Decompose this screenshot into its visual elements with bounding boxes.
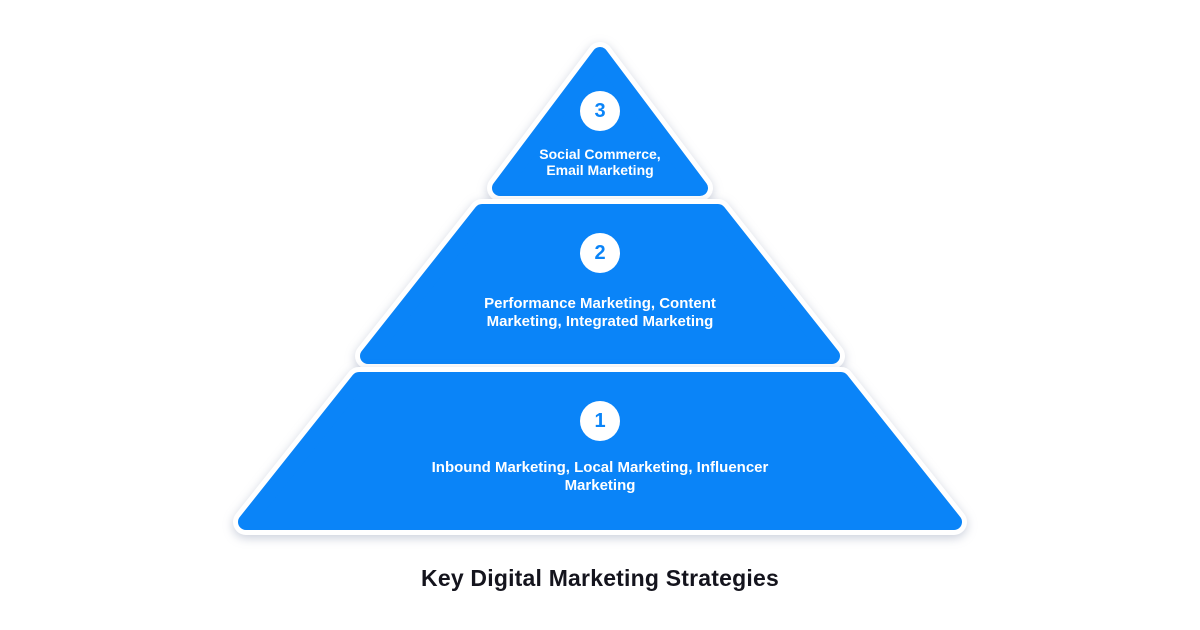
tier-2-fill	[360, 204, 840, 364]
diagram-title: Key Digital Marketing Strategies	[421, 565, 779, 591]
tier-2-shape	[355, 199, 845, 369]
tier-3-shape	[487, 42, 713, 201]
tier-1-shape	[233, 367, 967, 535]
tier-3-fill	[492, 47, 708, 196]
tier-1-fill	[238, 372, 962, 530]
